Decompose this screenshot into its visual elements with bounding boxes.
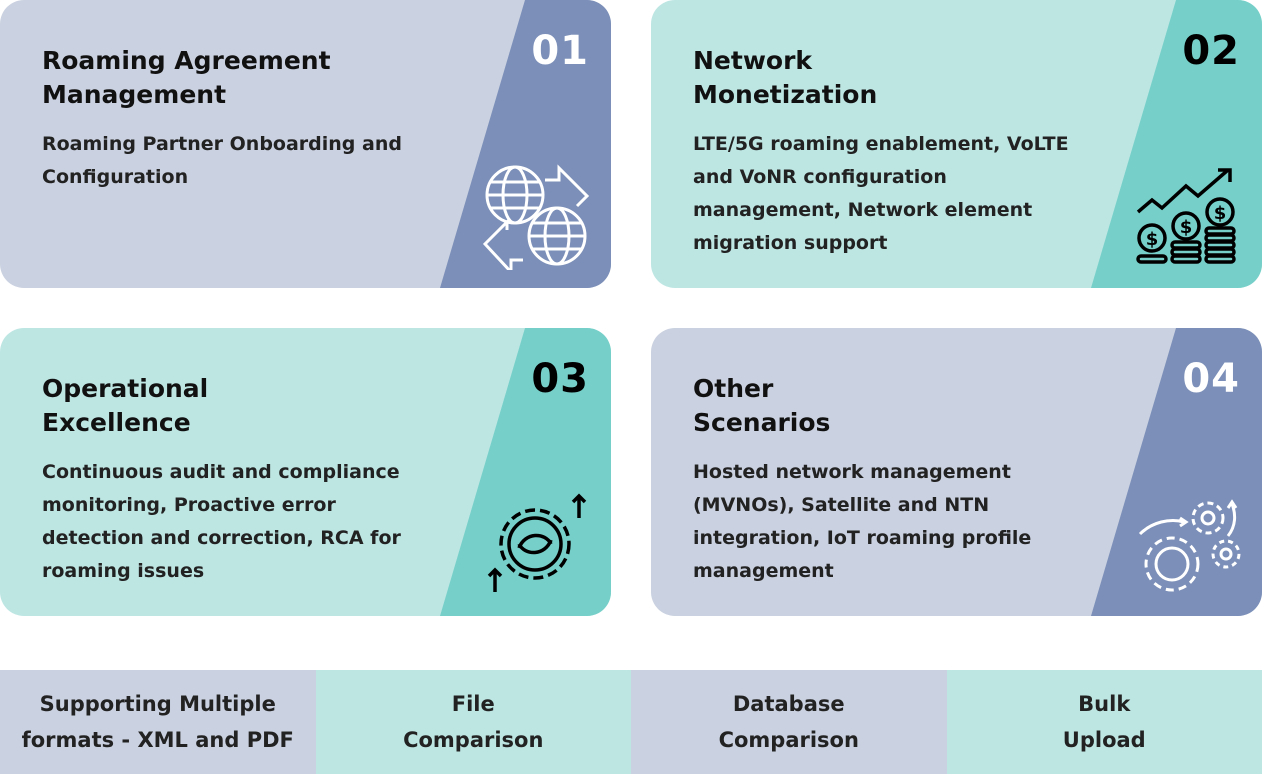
svg-text:$: $ <box>1214 203 1227 224</box>
card-number: 04 <box>1182 356 1240 402</box>
card-number: 01 <box>531 28 589 74</box>
title-line: Monetization <box>693 80 878 109</box>
feature-line: Comparison <box>403 728 544 752</box>
svg-text:$: $ <box>1180 217 1193 238</box>
card-description: Roaming Partner Onboarding and Configura… <box>42 133 402 188</box>
gear-arrows-icon <box>487 493 587 592</box>
feature-line: Database <box>732 692 845 716</box>
card-description: LTE/5G roaming enablement, VoLTE and VoN… <box>693 133 1069 254</box>
feature-multiple-formats: Supporting Multiple formats - XML and PDF <box>0 670 316 774</box>
money-growth-icon: $ $ $ <box>1136 168 1236 264</box>
svg-text:$: $ <box>1146 229 1159 250</box>
feature-line: Comparison <box>718 728 859 752</box>
feature-line: Bulk <box>1078 692 1131 716</box>
card-description: Hosted network management (MVNOs), Satel… <box>693 461 1032 582</box>
title-line: Management <box>42 80 227 109</box>
card-number: 03 <box>531 356 589 402</box>
card-number: 02 <box>1182 28 1240 74</box>
gears-icon <box>1138 499 1241 592</box>
feature-line: formats - XML and PDF <box>21 728 294 752</box>
card-description: Continuous audit and compliance monitori… <box>42 461 401 582</box>
title-line: Excellence <box>42 408 191 437</box>
feature-line: Upload <box>1062 728 1146 752</box>
title-line: Operational <box>42 374 209 403</box>
title-line: Roaming Agreement <box>42 46 331 75</box>
feature-line: Supporting Multiple <box>39 692 276 716</box>
title-line: Network <box>693 46 813 75</box>
title-line: Scenarios <box>693 408 831 437</box>
title-line: Other <box>693 374 774 403</box>
feature-line: File <box>451 692 495 716</box>
globe-exchange-icon <box>483 164 590 270</box>
